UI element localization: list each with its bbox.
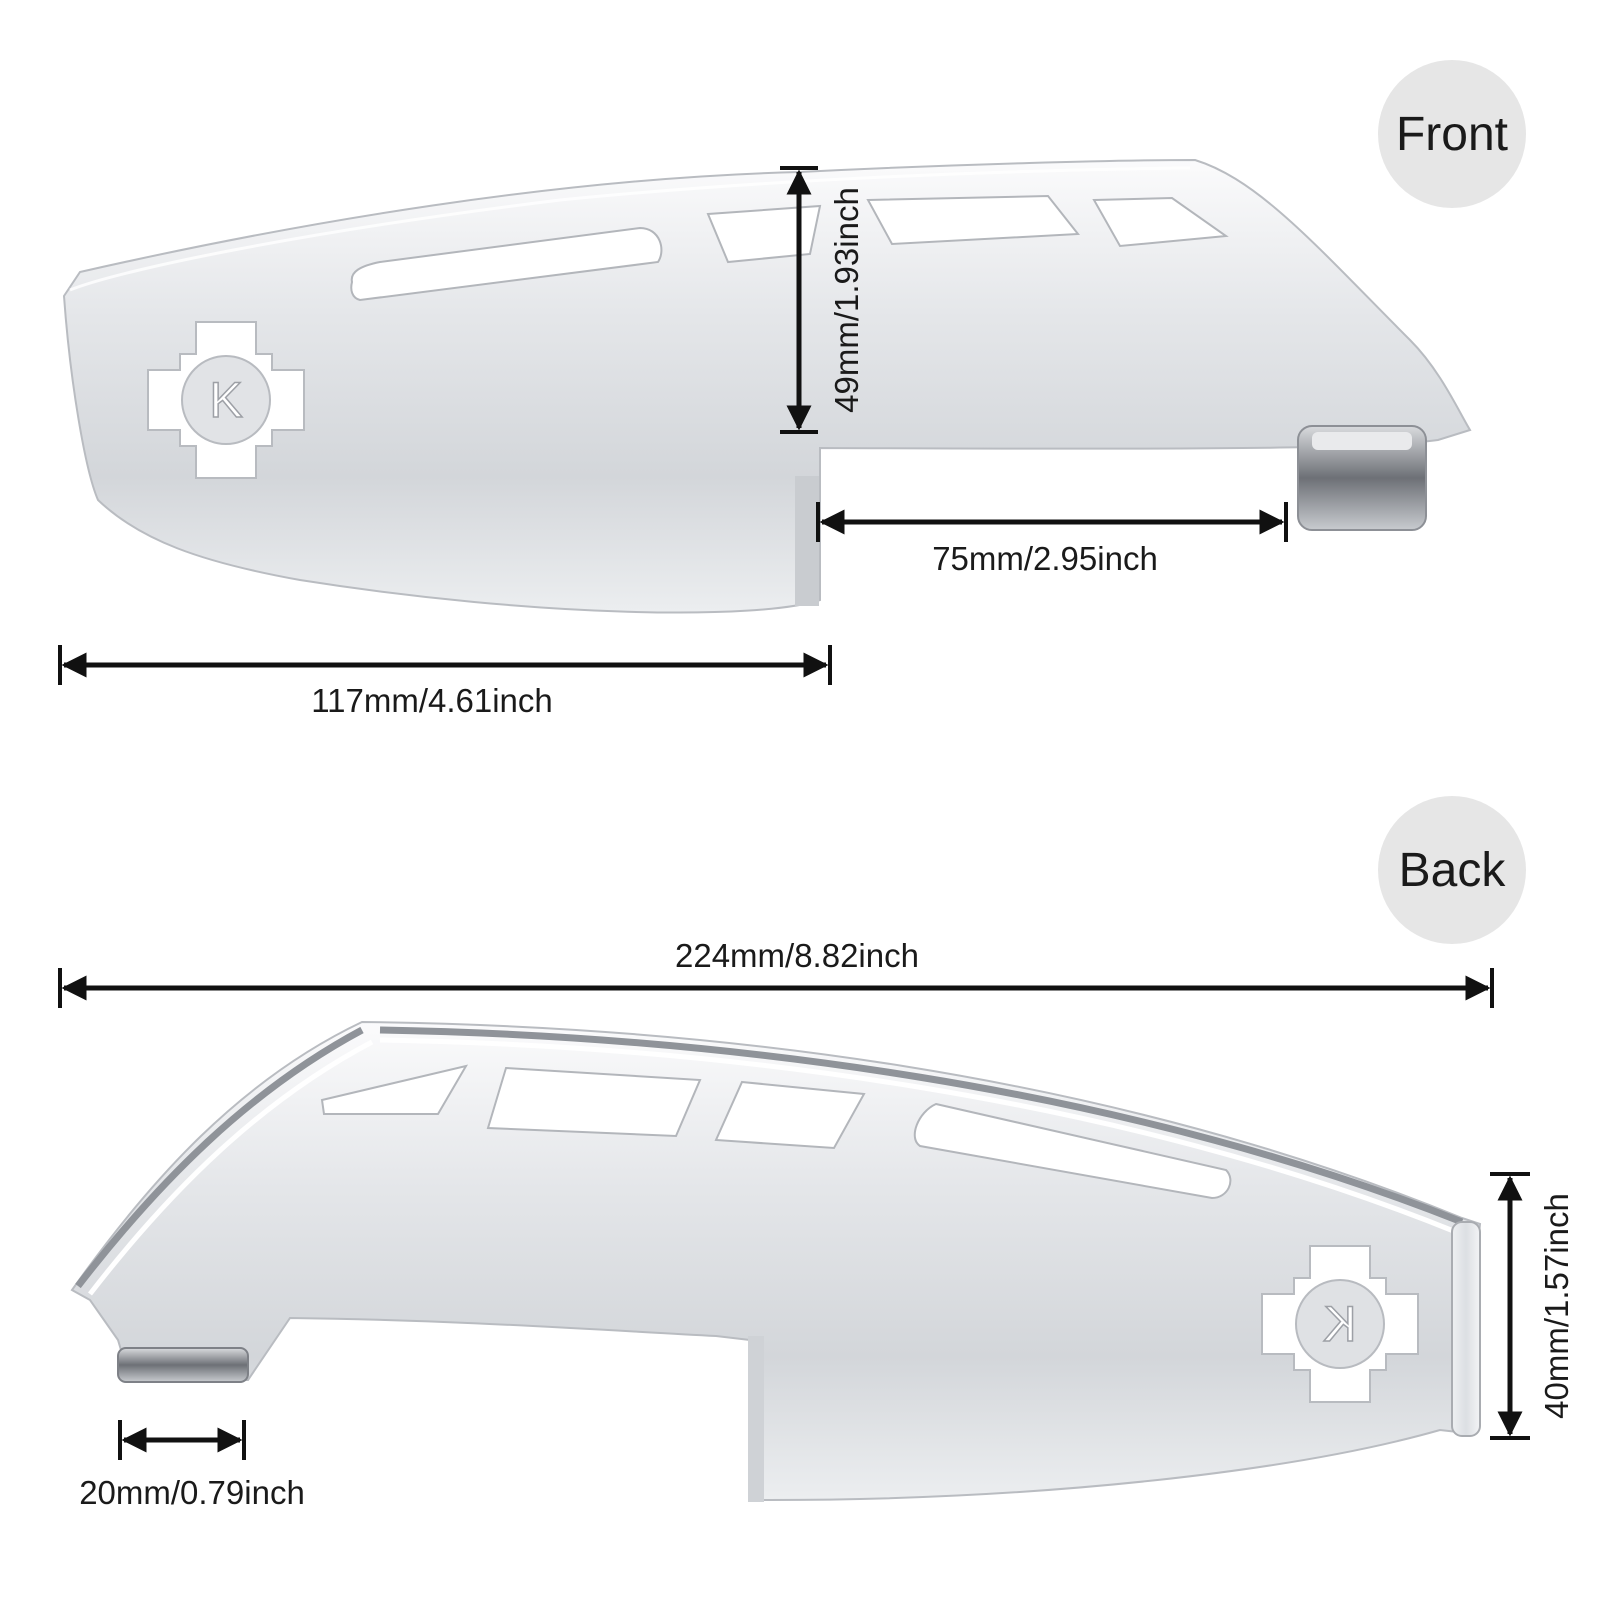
back-slot-2 — [486, 1066, 702, 1138]
back-view-badge: Back — [1378, 796, 1526, 944]
front-slot-4 — [1092, 196, 1229, 248]
front-logo-letter: K — [209, 372, 242, 428]
front-tab-gap-dimension: 75mm/2.95inch — [816, 502, 1288, 577]
front-slot-2 — [706, 204, 822, 264]
back-logo: K — [1261, 1245, 1419, 1403]
front-view-label: Front — [1395, 107, 1509, 161]
front-logo: K — [147, 321, 305, 479]
front-guard — [62, 158, 1472, 614]
back-slot-1 — [320, 1064, 469, 1115]
front-slot-3 — [866, 194, 1080, 246]
front-width-label: 117mm/4.61inch — [311, 682, 553, 719]
back-slot-4 — [913, 1102, 1232, 1200]
back-logo-letter: K — [1323, 1296, 1356, 1352]
front-height-dimension: 49mm/1.93inch — [780, 166, 865, 434]
back-view-label: Back — [1398, 843, 1506, 897]
back-length-dimension: 224mm/8.82inch — [58, 937, 1494, 1008]
back-mount-tab — [117, 1347, 249, 1383]
front-width-dimension: 117mm/4.61inch — [58, 645, 832, 719]
back-length-label: 224mm/8.82inch — [675, 937, 919, 974]
back-tab-width-dimension: 20mm/0.79inch — [79, 1420, 305, 1511]
back-height-label: 40mm/1.57inch — [1538, 1193, 1575, 1419]
back-guard — [70, 1020, 1482, 1502]
front-mount-tab — [1297, 425, 1427, 531]
front-tab-gap-label: 75mm/2.95inch — [932, 540, 1158, 577]
front-view-badge: Front — [1378, 60, 1526, 208]
front-slot-1 — [350, 226, 663, 302]
front-height-label: 49mm/1.93inch — [828, 187, 865, 413]
back-height-dimension: 40mm/1.57inch — [1490, 1172, 1575, 1440]
back-slot-3 — [714, 1080, 866, 1150]
back-tab-width-label: 20mm/0.79inch — [79, 1474, 305, 1511]
